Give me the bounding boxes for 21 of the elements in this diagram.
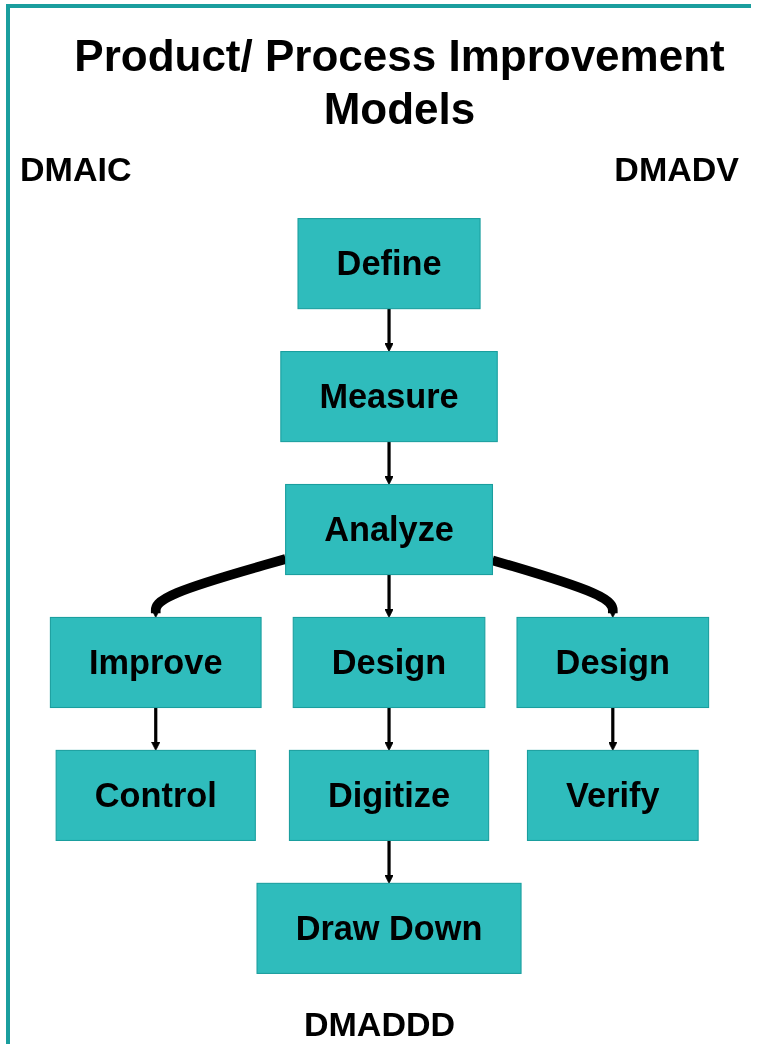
node-box: Verify — [526, 749, 699, 841]
arrow — [608, 707, 618, 751]
model-label: DMADDD — [303, 1005, 456, 1043]
arrow — [384, 308, 394, 352]
node-box: Analyze — [285, 483, 493, 576]
node-box: Improve — [49, 616, 262, 709]
node-box: Control — [55, 749, 256, 841]
model-label: DMADV — [614, 150, 739, 189]
node-box: Define — [297, 218, 481, 310]
arrow — [151, 707, 161, 751]
node-box: Draw Down — [256, 882, 522, 974]
node-box: Digitize — [288, 749, 490, 841]
arrow — [384, 840, 394, 884]
node-box: Measure — [280, 351, 498, 443]
node-box: Design — [292, 616, 486, 709]
arrow — [384, 707, 394, 751]
model-label: DMAIC — [20, 150, 132, 189]
arrow — [384, 574, 394, 618]
diagram-title: Product/ Process Improvement Models — [73, 30, 726, 135]
node-box: Design — [516, 616, 710, 709]
arrow — [384, 441, 394, 485]
